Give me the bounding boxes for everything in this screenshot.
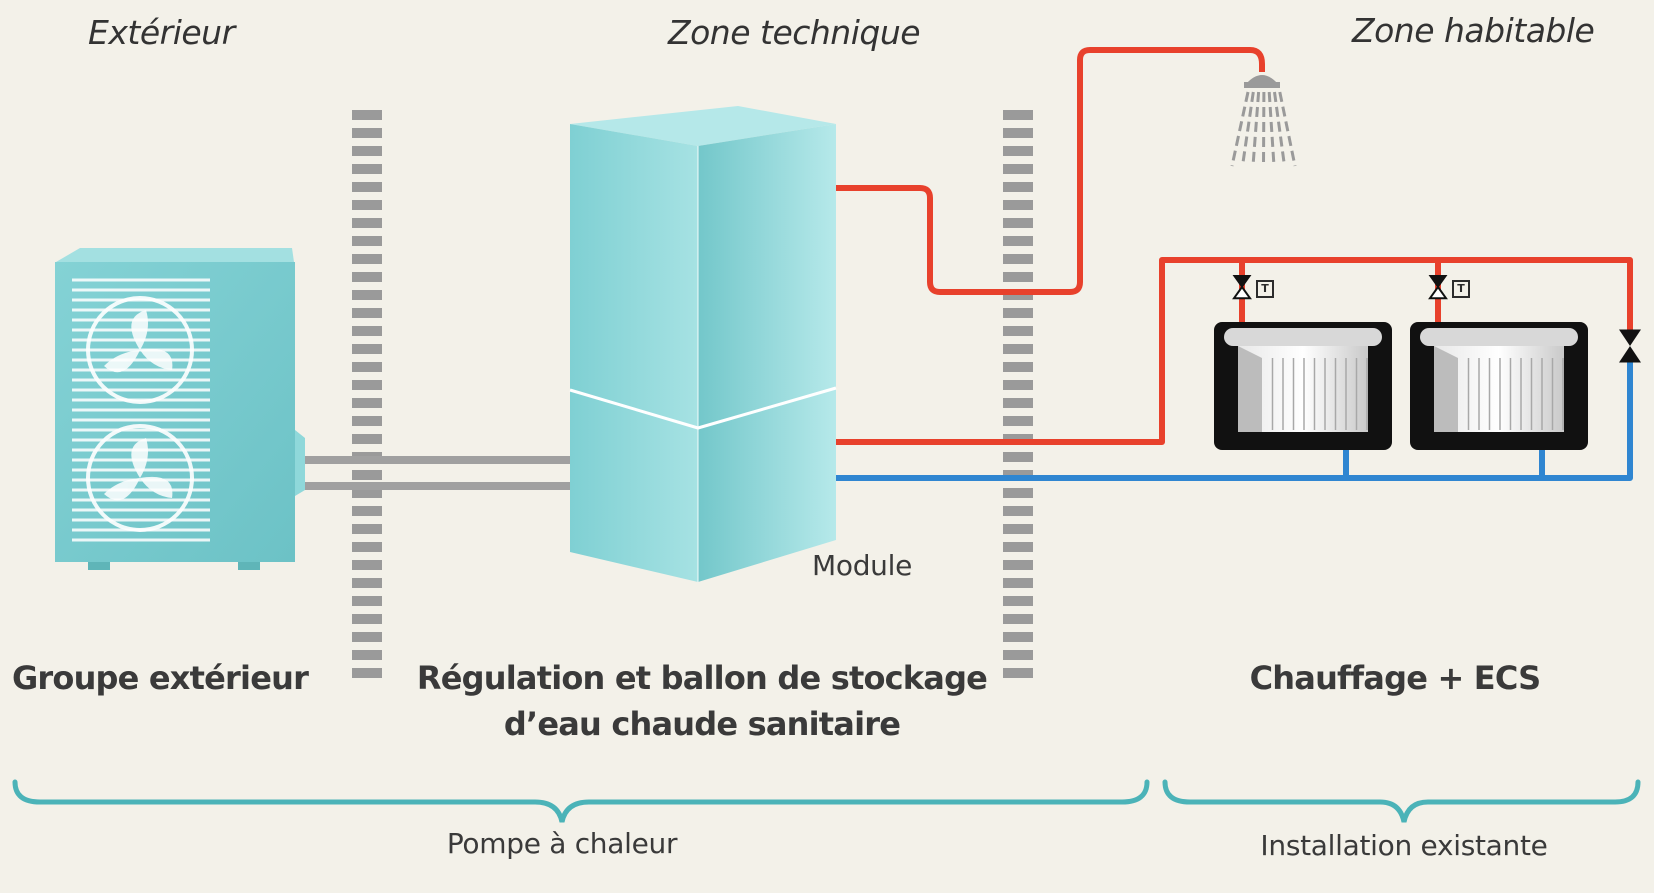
right-wall [1003, 110, 1033, 678]
refrigerant-lines [300, 456, 572, 490]
brace-existing [1162, 779, 1641, 823]
heat-pump-outdoor-unit-icon [55, 248, 305, 570]
heating-title: Chauffage + ECS [1249, 659, 1542, 697]
brace-heat-pump [12, 779, 1150, 823]
return-pipe [835, 360, 1633, 481]
existing-installation-label: Installation existante [1260, 829, 1548, 862]
heat-pump-group-label: Pompe à chaleur [446, 827, 678, 860]
thermostat-mark-2: T [1452, 280, 1470, 298]
zone-living-label: Zone habitable [1352, 11, 1595, 50]
module-label: Module [812, 549, 913, 582]
storage-title-line1: Régulation et ballon de stockage [416, 659, 988, 697]
storage-tank-icon [569, 106, 837, 582]
heating-supply-pipe [835, 257, 1633, 445]
zone-technical-label: Zone technique [668, 13, 921, 52]
valve-icon [1232, 275, 1641, 363]
left-wall [352, 110, 382, 678]
hot-water-pipe-shower [835, 47, 1265, 295]
storage-title-line2: d’eau chaude sanitaire [503, 705, 901, 743]
radiator-icon [1214, 322, 1588, 450]
zone-exterior-label: Extérieur [88, 13, 235, 52]
outdoor-unit-title: Groupe extérieur [11, 659, 309, 697]
thermostat-mark-1: T [1256, 280, 1274, 298]
shower-head-icon [1230, 75, 1297, 167]
